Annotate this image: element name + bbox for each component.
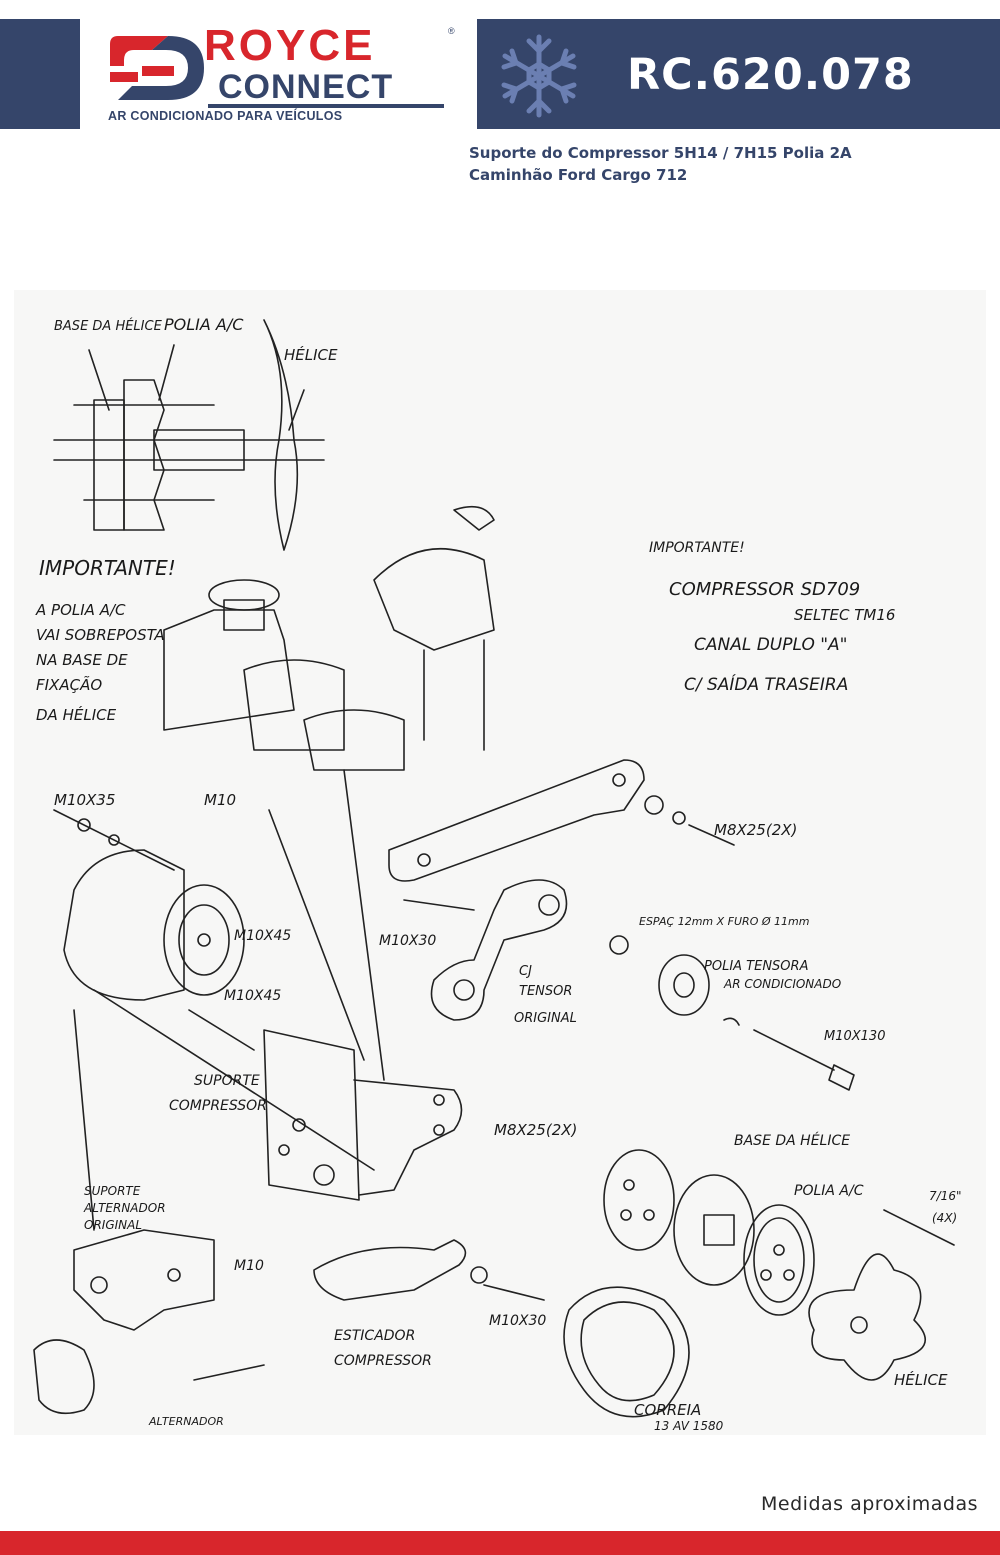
footer-note: Medidas aproximadas <box>761 1493 978 1515</box>
label-polia-tensora-1: POLIA TENSORA <box>704 959 808 974</box>
description-line-2: Caminhão Ford Cargo 712 <box>469 166 688 184</box>
label-base-helice-top: BASE DA HÉLICE <box>54 318 163 334</box>
note-left-line-3: NA BASE DE <box>36 651 128 669</box>
product-code-banner <box>477 19 1000 129</box>
label-m10x45-b: M10X45 <box>224 988 281 1004</box>
note-right-line-2: SELTEC TM16 <box>794 606 895 624</box>
label-helice-top: HÉLICE <box>284 345 338 364</box>
label-cj-tensor-1: CJ <box>519 964 532 979</box>
royce-connect-logo: ROYCE ® CONNECT <box>108 24 468 124</box>
label-polia-ac-bottom: POLIA A/C <box>794 1183 864 1199</box>
pulley-fan-detail <box>53 319 325 551</box>
note-left-line-1: A POLIA A/C <box>35 601 126 619</box>
logo-brand-bottom: CONNECT <box>218 68 394 106</box>
bracket-arm-sketch <box>388 759 735 882</box>
compressor-support-sketch <box>263 769 463 1201</box>
footer-red-bar <box>0 1531 1000 1555</box>
snowflake-icon <box>501 34 577 118</box>
label-m10x35: M10X35 <box>54 791 115 809</box>
logo-brand-top: ROYCE <box>204 21 376 70</box>
tensor-assembly-sketch <box>403 879 855 1091</box>
label-m10x30: M10X30 <box>379 933 436 949</box>
label-correia-2: 13 AV 1580 <box>654 1419 724 1433</box>
label-esticador-1: ESTICADOR <box>334 1328 415 1344</box>
exploded-assembly-drawing: BASE DA HÉLICE POLIA A/C HÉLICE IMPORTAN… <box>14 290 986 1435</box>
alternator-support-sketch <box>33 989 545 1415</box>
label-polia-tensora-2: AR CONDICIONADO <box>723 977 841 991</box>
label-suporte-compressor-2: COMPRESSOR <box>169 1098 267 1114</box>
label-m8x25-2x: M8X25(2X) <box>714 821 797 839</box>
label-espacador: ESPAÇ 12mm X FURO Ø 11mm <box>639 915 809 928</box>
label-suporte-alternador-3: ORIGINAL <box>84 1218 142 1232</box>
label-polia-ac-top: POLIA A/C <box>164 315 244 334</box>
header-left-block <box>0 19 80 129</box>
label-cj-tensor-2: TENSOR <box>519 984 572 999</box>
label-m8x25-2x-b: M8X25(2X) <box>494 1121 577 1139</box>
note-right-line-1: COMPRESSOR SD709 <box>669 579 860 600</box>
label-m10-b: M10 <box>234 1258 264 1274</box>
logo-underline <box>208 104 444 108</box>
note-right-line-3: CANAL DUPLO "A" <box>694 635 848 655</box>
label-esticador-2: COMPRESSOR <box>334 1353 432 1369</box>
label-helice-bottom: HÉLICE <box>894 1370 948 1389</box>
logo-emblem-icon <box>110 36 204 100</box>
label-suporte-alternador-2: ALTERNADOR <box>83 1201 166 1215</box>
label-m10x45-a: M10X45 <box>234 928 291 944</box>
note-left-line-5: DA HÉLICE <box>36 705 117 724</box>
label-importante-right: IMPORTANTE! <box>649 540 745 556</box>
fan-pulley-assembly-sketch <box>563 1149 955 1418</box>
product-code: RC.620.078 <box>627 50 914 100</box>
label-bolt-716-2: (4X) <box>932 1211 957 1225</box>
registered-mark: ® <box>448 26 455 36</box>
label-cj-tensor-3: ORIGINAL <box>514 1011 577 1026</box>
note-left-line-4: FIXAÇÃO <box>36 675 102 694</box>
description-line-1: Suporte do Compressor 5H14 / 7H15 Polia … <box>469 144 852 162</box>
logo-tagline: AR CONDICIONADO PARA VEÍCULOS <box>108 109 343 123</box>
compressor-sketch <box>53 809 255 1051</box>
drawing-labels: BASE DA HÉLICE POLIA A/C HÉLICE IMPORTAN… <box>35 315 961 1433</box>
label-m10x130: M10X130 <box>824 1029 885 1044</box>
label-suporte-alternador-1: SUPORTE <box>84 1184 141 1198</box>
label-importante-left: IMPORTANTE! <box>39 556 176 580</box>
label-base-helice-bottom: BASE DA HÉLICE <box>734 1132 850 1149</box>
label-suporte-compressor-1: SUPORTE <box>194 1073 260 1089</box>
note-right-line-4: C/ SAÍDA TRASEIRA <box>684 673 848 695</box>
label-m10: M10 <box>204 791 236 809</box>
product-description: Suporte do Compressor 5H14 / 7H15 Polia … <box>469 142 852 186</box>
label-correia-1: CORREIA <box>634 1401 701 1419</box>
label-bolt-716-1: 7/16" <box>929 1189 961 1203</box>
label-alternador: ALTERNADOR <box>148 1415 224 1428</box>
label-m10x30-b: M10X30 <box>489 1313 546 1329</box>
note-left-line-2: VAI SOBREPOSTA <box>36 626 165 644</box>
engine-block-sketch <box>163 505 495 771</box>
